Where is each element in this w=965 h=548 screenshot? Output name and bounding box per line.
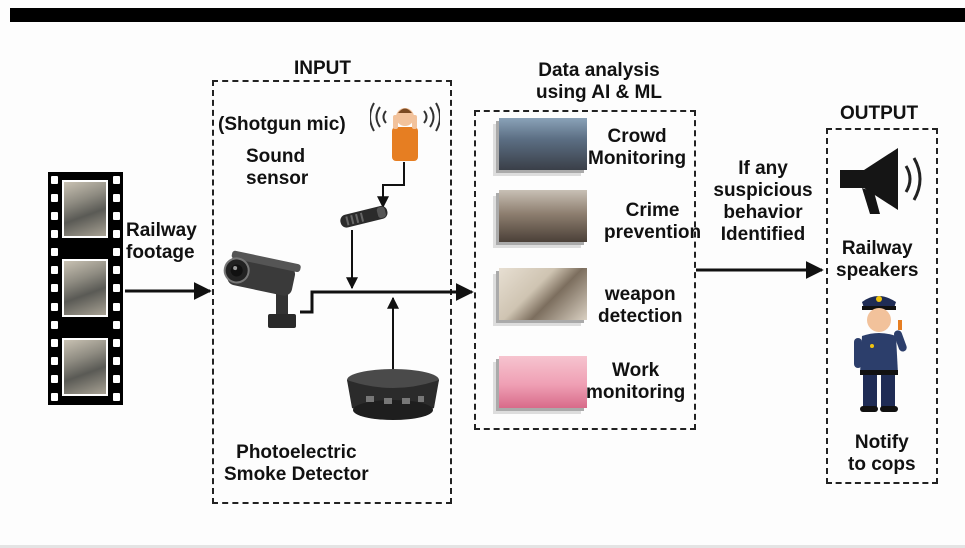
input-title: INPUT [294, 58, 351, 79]
listening-person-icon [370, 102, 440, 161]
smoke-detector-icon [347, 369, 439, 420]
suspicious-behavior-label: If any suspicious behavior Identified [713, 158, 813, 245]
work-monitoring-image [499, 356, 587, 408]
top-bar [10, 8, 965, 22]
analysis-item-work: Work monitoring [586, 360, 686, 403]
shotgun-mic-label: (Shotgun mic) [218, 114, 346, 135]
listener-to-mic-line [377, 162, 405, 209]
film-frame [62, 338, 108, 396]
smoke-detector-label: Photoelectric Smoke Detector [224, 442, 369, 485]
railway-speakers-label: Railway speakers [836, 238, 919, 281]
crime-prevention-image [499, 190, 587, 242]
cctv-camera-icon [223, 250, 301, 328]
analysis-item-weapon: weapon detection [598, 284, 683, 327]
police-officer-icon [854, 296, 907, 412]
analysis-item-crowd: Crowd Monitoring [588, 126, 687, 169]
weapon-detection-image [499, 268, 587, 320]
crowd-monitoring-image [499, 118, 587, 170]
analysis-title: Data analysis using AI & ML [536, 60, 662, 103]
sound-sensor-label: Sound sensor [246, 146, 309, 189]
megaphone-icon [840, 148, 922, 214]
analysis-item-crime: Crime prevention [604, 200, 702, 243]
film-frame [62, 259, 108, 317]
bottom-divider [0, 545, 965, 548]
railway-footage-label: Railway footage [126, 220, 197, 263]
output-box [826, 128, 938, 484]
analysis-box [474, 110, 696, 430]
film-frame [62, 180, 108, 238]
film-strip-icon [48, 172, 123, 405]
notify-cops-label: Notify to cops [848, 432, 916, 475]
output-title: OUTPUT [840, 103, 919, 124]
shotgun-mic-icon [340, 205, 388, 228]
camera-to-analysis-arrow [300, 283, 474, 314]
